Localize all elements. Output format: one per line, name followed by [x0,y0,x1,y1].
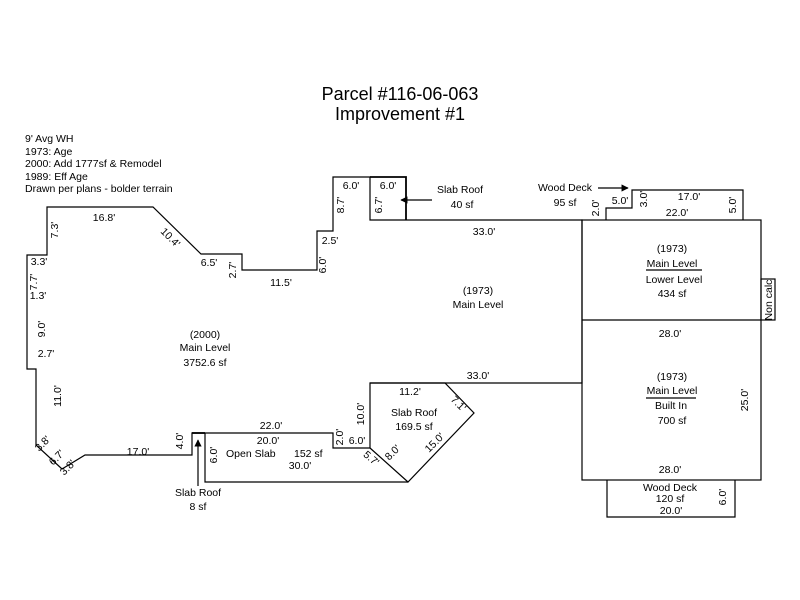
main-1973-year: (1973) [463,285,493,297]
main-2000-name: Main Level [180,342,231,354]
slab-roof-small-area: 8 sf [190,501,207,513]
slab-roof-mid-name: Slab Roof [391,407,437,419]
dim-8-7: 8.7' [335,197,347,214]
note-wall-height: 9' Avg WH [25,133,74,145]
slab-roof-top-area: 40 sf [451,199,474,211]
dim-17-0-b: 17.0' [678,191,700,203]
dim-2-5: 2.5' [322,235,339,247]
improvement-title: Improvement #1 [334,104,466,124]
notes-block: 9' Avg WH 1973: Age 2000: Add 1777sf & R… [25,133,173,196]
builtin-area: 700 sf [658,415,687,427]
non-calc-box [760,278,776,321]
dim-17-0: 17.0' [127,446,149,458]
dim-33-0-bottom: 33.0' [467,370,489,382]
dim-16-8: 16.8' [93,212,115,224]
dim-10-0: 10.0' [355,403,367,425]
dim-20-0-a: 20.0' [257,435,279,447]
dim-11-5: 11.5' [270,277,292,289]
wood-deck-top-name: Wood Deck [538,182,593,194]
builtin-name: Main Level [647,385,698,397]
note-eff-age: 1989: Eff Age [25,170,88,183]
wood-deck-bottom-area: 120 sf [656,493,685,505]
dim-3-3: 3.3' [31,256,48,268]
dim-9-0: 9.0' [36,321,48,338]
dim-2-7: 2.7' [227,262,239,279]
dim-4-0: 4.0' [174,433,186,450]
dim-8-0: 8.0' [383,443,403,463]
slab-roof-top-name: Slab Roof [437,184,483,196]
open-slab-name: Open Slab [226,448,276,460]
dim-30-0: 30.0' [289,460,311,472]
dim-33-0-top: 33.0' [473,226,495,238]
main-building-outline [26,176,583,470]
dim-22-0-b: 22.0' [666,207,688,219]
main-2000-year: (2000) [190,329,220,341]
dim-1-3: 1.3' [30,290,47,302]
lower-name: Main Level [647,258,698,270]
dim-10-4: 10.4' [158,226,182,250]
main-1973-name: Main Level [453,299,504,311]
open-slab-area: 152 sf [294,448,323,460]
dim-2-7-b: 2.7' [38,348,55,360]
dim-6-0-e: 6.0' [349,435,366,447]
wood-deck-top-area: 95 sf [554,197,577,209]
dim-5-0-b: 5.0' [727,197,739,214]
dim-5-0-a: 5.0' [612,195,629,207]
dim-6-0-side: 6.0' [317,257,329,274]
slab-roof-small-name: Slab Roof [175,487,221,499]
dim-7-1: 7.1' [448,394,468,414]
builtin-year: (1973) [657,371,687,383]
dim-6-0-f: 6.0' [717,489,729,506]
dim-6-5: 6.5' [201,257,218,269]
dim-6-7: 6.7' [373,197,385,214]
dim-7-3: 7.3' [49,222,61,239]
dim-11-2: 11.2' [399,386,421,398]
dim-6-0-a: 6.0' [343,180,360,192]
wood-deck-bottom-outline [606,480,736,518]
non-calc-label: Non calc [763,280,775,321]
main-2000-area: 3752.6 sf [183,357,226,369]
lower-year: (1973) [657,243,687,255]
dim-28-0-a: 28.0' [659,328,681,340]
lower-area: 434 sf [658,288,687,300]
lower-sub: Lower Level [646,274,703,286]
dim-7-7: 7.7' [28,274,40,291]
slab-roof-mid-outline [369,382,475,483]
dim-20-0-b: 20.0' [660,505,682,517]
slab-roof-top-outline [370,176,407,220]
note-addition: 2000: Add 1777sf & Remodel [25,158,162,170]
note-drawn: Drawn per plans - bolder terrain [25,183,173,195]
dim-2-0-b: 2.0' [590,200,602,217]
builtin-sub: Built In [655,400,687,412]
dim-28-0-b: 28.0' [659,464,681,476]
dim-15-0: 15.0' [423,431,447,455]
parcel-title: Parcel #116-06-063 [321,84,479,104]
dim-2-0: 2.0' [334,429,346,446]
note-age: 1973: Age [25,145,73,158]
dim-25-0: 25.0' [739,389,751,411]
dim-22-0-a: 22.0' [260,420,282,432]
dim-6-0-b: 6.0' [380,180,397,192]
dim-5-7: 5.7' [361,449,381,469]
wood-deck-top-outline [605,189,744,220]
wood-deck-bottom-name: Wood Deck [643,482,698,494]
slab-roof-mid-area: 169.5 sf [395,421,432,433]
main-1973-block [581,219,762,481]
dim-6-0-d: 6.0' [208,447,220,464]
dim-11-0: 11.0' [52,385,64,407]
dim-3-0: 3.0' [638,191,650,208]
open-slab-outline [204,433,408,483]
